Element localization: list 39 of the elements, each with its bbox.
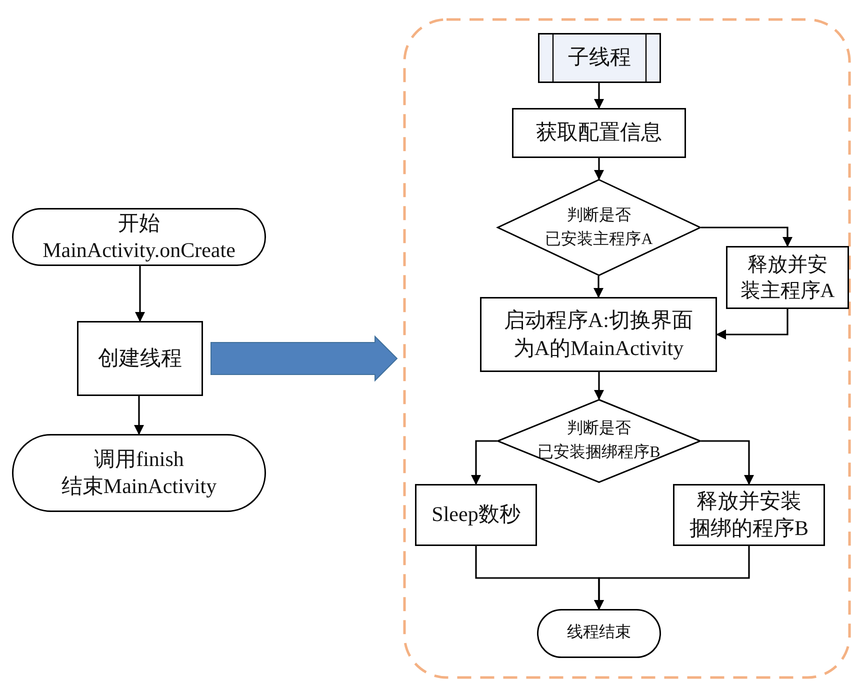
decision-diamond <box>497 399 701 483</box>
node-text: 结束MainActivity <box>61 473 217 500</box>
process-box <box>415 484 537 546</box>
node-text: 释放并安装捆绑的程序B <box>688 488 810 542</box>
process-box <box>726 246 849 309</box>
terminal-shape <box>537 609 661 658</box>
node-text: MainActivity.onCreate <box>42 237 236 264</box>
node-text: 调用finish <box>94 446 184 473</box>
node-text: 线程结束 <box>567 623 631 644</box>
node-text: 创建线程 <box>98 344 182 372</box>
node-text: 子线程 <box>568 44 631 72</box>
arrow <box>594 158 604 180</box>
arrow <box>135 266 145 322</box>
arrow <box>594 546 750 610</box>
node-text: 判断是否 <box>567 206 631 226</box>
arrow <box>471 440 497 485</box>
arrow <box>594 276 604 298</box>
arrow <box>594 83 604 109</box>
arrow <box>701 226 792 247</box>
subroutine-box <box>538 33 661 83</box>
process-box <box>673 484 825 546</box>
node-text: 获取配置信息 <box>536 119 662 146</box>
node-text: 判断是否 <box>567 418 631 439</box>
arrow <box>701 440 754 485</box>
node-text: 已安装主程序A <box>545 230 653 250</box>
process-box <box>77 321 203 396</box>
node-text: 释放并安装主程序A <box>739 252 836 304</box>
arrow <box>134 396 144 435</box>
decision-diamond <box>497 179 701 276</box>
arrow <box>716 309 788 340</box>
dashed-group-frame <box>403 18 851 679</box>
block-arrow <box>210 335 398 382</box>
node-text: 开始 <box>118 210 160 237</box>
node-text: Sleep数秒 <box>432 501 520 528</box>
arrow <box>594 372 604 400</box>
process-box <box>480 297 717 372</box>
node-text: 启动程序A:切换界面为A的MainActivity <box>503 307 694 362</box>
process-box <box>512 108 686 158</box>
node-text: 已安装捆绑程序B <box>538 442 660 463</box>
